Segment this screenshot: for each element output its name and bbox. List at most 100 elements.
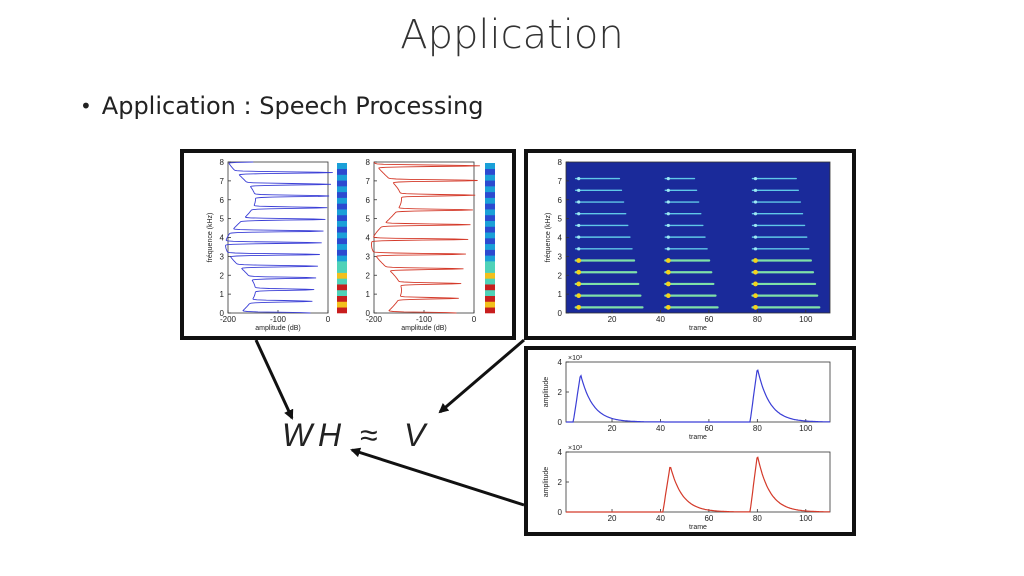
dictionary-spectrum-1-xlabel: amplitude (dB) <box>255 325 301 332</box>
dictionary-spectrum-1-xtick-label: 0 <box>326 315 331 324</box>
spectrogram-onset-blob <box>576 304 582 310</box>
activation-1-ytick-label: 2 <box>558 388 563 397</box>
spectrogram-onset-blob <box>577 212 581 216</box>
equation: W H ≈ V <box>282 417 428 453</box>
equation-w: W <box>282 417 315 453</box>
equation-approx: ≈ <box>360 417 378 453</box>
dictionary-spectrum-2-colorbar-cell <box>485 272 495 279</box>
spectrogram-onset-blob <box>753 281 758 287</box>
activation-1-ytick-label: 4 <box>558 358 563 367</box>
dictionary-spectrum-2-xlabel: amplitude (dB) <box>401 325 447 332</box>
activation-1-xlabel: trame <box>689 434 707 441</box>
dictionary-spectrum-2-colorbar-cell <box>485 226 495 233</box>
dictionary-spectrum-1-ytick-label: 0 <box>220 309 225 318</box>
activation-2-ylabel: amplitude <box>543 467 550 497</box>
spectrogram-onset-blob <box>577 177 581 181</box>
spectrogram-onset-blob <box>753 212 758 216</box>
bullet-item: • Application : Speech Processing <box>80 92 483 120</box>
dictionary-spectrum-2-colorbar-cell <box>485 220 495 227</box>
dictionary-spectrum-2-xtick-label: -200 <box>366 315 383 324</box>
activation-1-ytick-label: 0 <box>558 418 563 427</box>
spectrogram-onset-blob <box>665 258 671 263</box>
activation-1-exponent-label: ×10³ <box>568 355 583 362</box>
spectrogram-onset-blob <box>665 281 671 287</box>
spectrogram-ytick-label: 4 <box>558 234 563 243</box>
activation-2-xtick-label: 100 <box>799 514 813 523</box>
spectrogram-onset-blob <box>577 235 581 239</box>
dictionary-spectrum-1-colorbar-cell <box>337 174 347 181</box>
dictionary-spectrum-2-colorbar-cell <box>485 289 495 296</box>
dictionary-spectrum-2-ytick-label: 1 <box>366 290 371 299</box>
spectrogram-onset-blob <box>577 247 581 251</box>
dictionary-spectrum-2-colorbar-cell <box>485 249 495 256</box>
activation-2-xtick-label: 40 <box>656 514 665 523</box>
dictionary-spectrum-1-series-line <box>225 161 333 314</box>
spectrogram-onset-blob <box>576 281 582 287</box>
dictionary-spectrum-1-colorbar-cell <box>337 255 347 262</box>
spectrogram-ytick-label: 3 <box>558 252 563 261</box>
spectrogram-ytick-label: 7 <box>558 177 563 186</box>
dictionary-spectrum-2-colorbar-cell <box>485 261 495 268</box>
arrow-spectrogram-to-v <box>438 338 525 414</box>
dictionary-spectrum-2-colorbar-cell <box>485 197 495 204</box>
dictionary-spectrum-2-ytick-label: 3 <box>366 252 371 261</box>
dictionary-spectrum-1-ytick-label: 3 <box>220 252 225 261</box>
spectrogram-ytick-label: 2 <box>558 271 563 280</box>
spectrogram-onset-blob <box>753 304 758 310</box>
spectrogram-ylabel: fréquence (kHz) <box>545 213 552 263</box>
arrow-activations-to-h <box>350 447 525 507</box>
spectrogram-onset-blob <box>666 200 670 204</box>
dictionary-spectrum-1-colorbar-cell <box>337 301 347 308</box>
dictionary-spectrum-1-colorbar-cell <box>337 203 347 210</box>
dictionary-spectrum-2-ytick-label: 2 <box>366 271 371 280</box>
dictionary-spectrum-2-xtick-label: 0 <box>472 315 477 324</box>
activation-2-xtick-label: 80 <box>753 514 762 523</box>
dictionary-spectrum-1-colorbar-cell <box>337 243 347 250</box>
spectrogram-onset-blob <box>753 258 758 263</box>
dictionary-spectrum-1-colorbar-cell <box>337 289 347 296</box>
spectrogram-xtick-label: 40 <box>656 315 665 324</box>
dictionary-spectrum-1-colorbar-cell <box>337 284 347 291</box>
dictionary-spectrum-1-colorbar-cell <box>337 226 347 233</box>
spectrogram-onset-blob <box>577 188 581 192</box>
dictionary-spectrum-2-colorbar-cell <box>485 284 495 291</box>
dictionary-spectrum-2-ytick-label: 6 <box>366 196 371 205</box>
activation-2-ytick-label: 2 <box>558 478 563 487</box>
spectrogram-onset-blob <box>753 247 758 251</box>
dictionary-spectrum-2-colorbar-cell <box>485 174 495 181</box>
activation-2-ytick-label: 4 <box>558 448 563 457</box>
dictionary-spectrum-1-ytick-label: 4 <box>220 234 225 243</box>
dictionary-spectrum-1-colorbar-cell <box>337 163 347 170</box>
dictionary-spectrum-1-colorbar-cell <box>337 261 347 268</box>
dictionary-spectrum-1-xtick-label: -200 <box>220 315 237 324</box>
dictionary-spectrum-2-ytick-label: 4 <box>366 234 371 243</box>
spectrogram-ytick-label: 1 <box>558 290 563 299</box>
spectrogram-onset-blob <box>576 293 582 299</box>
spectrogram-onset-blob <box>665 269 671 275</box>
dictionary-spectrum-2-colorbar-cell <box>485 203 495 210</box>
spectrogram-onset-blob <box>753 177 758 181</box>
spectrogram-ytick-label: 8 <box>558 158 563 167</box>
spectrogram-onset-blob <box>753 200 758 204</box>
dictionary-spectrum-2-colorbar-cell <box>485 307 495 314</box>
dictionary-spectrum-1-colorbar-cell <box>337 220 347 227</box>
spectrogram-onset-blob <box>753 188 758 192</box>
dictionary-spectrum-2-colorbar-cell <box>485 301 495 308</box>
dictionary-spectrum-2-ytick-label: 8 <box>366 158 371 167</box>
dictionary-spectrum-2-colorbar-cell <box>485 232 495 239</box>
dictionary-spectrum-2-axes-box <box>373 161 475 314</box>
dictionary-spectrum-1-colorbar-cell <box>337 272 347 279</box>
activation-1-xtick-label: 80 <box>753 424 762 433</box>
activation-1-ylabel: amplitude <box>543 377 550 407</box>
spectrogram-xtick-label: 100 <box>799 315 813 324</box>
dictionary-spectrum-2-colorbar-cell <box>485 186 495 193</box>
spectrogram-onset-blob <box>665 293 671 299</box>
dictionary-spectrum-2-series-line <box>371 161 480 314</box>
dictionary-spectrum-2-ytick-label: 0 <box>366 309 371 318</box>
dictionary-spectrum-1-ylabel: fréquence (kHz) <box>207 213 214 263</box>
dictionary-spectrum-1-colorbar-cell <box>337 180 347 187</box>
